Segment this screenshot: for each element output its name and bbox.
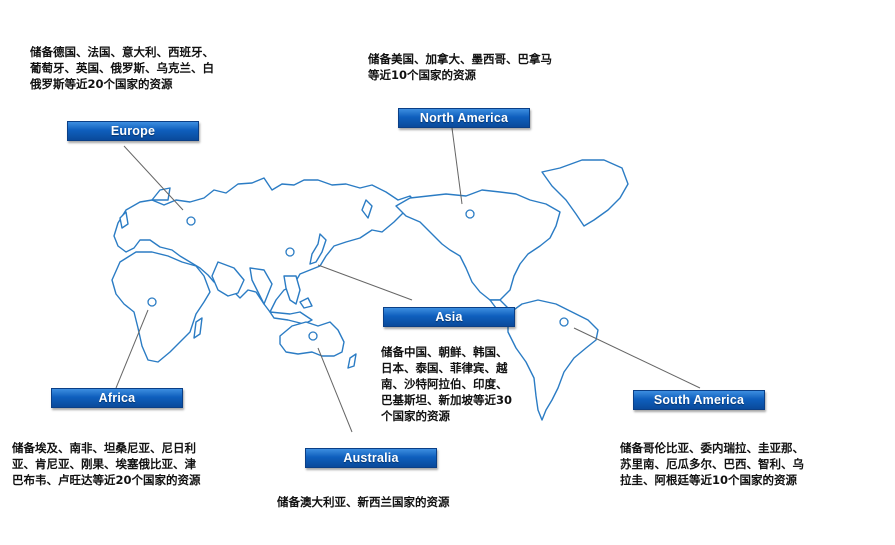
arabia-landmass [211,261,245,297]
europe-label-badge: Europe [67,121,199,141]
europe-description: 储备德国、法国、意大利、西班牙、 葡萄牙、英国、俄罗斯、乌克兰、白 俄罗斯等近2… [30,45,214,91]
australia-marker [308,331,318,341]
se-asia-landmass [283,275,301,305]
india-landmass [249,267,273,305]
europe-marker [186,216,196,226]
asia-leader [317,264,413,301]
north-america-landmass [395,189,561,301]
asia-marker [285,247,295,257]
south-america-leader [573,327,701,389]
south-america-landmass [507,299,599,421]
africa-marker [147,297,157,307]
north-america-marker [465,209,475,219]
north-america-leader [451,127,463,205]
australia-leader [317,347,353,433]
greenland-landmass [541,159,629,227]
south-america-marker [559,317,569,327]
africa-leader [115,309,149,389]
australia-description: 储备澳大利亚、新西兰国家的资源 [277,495,450,509]
uk-landmass [119,211,129,229]
africa-description: 储备埃及、南非、坦桑尼亚、尼日利 亚、肯尼亚、刚果、埃塞俄比亚、津 巴布韦、卢旺… [12,441,201,487]
madagascar-landmass [193,317,203,339]
south-america-label-badge: South America [633,390,765,410]
north-america-description: 储备美国、加拿大、墨西哥、巴拿马 等近10个国家的资源 [368,52,552,82]
newzealand-landmass [347,353,357,369]
asia-label-badge: Asia [383,307,515,327]
africa-label-badge: Africa [51,388,183,408]
australia-label-badge: Australia [305,448,437,468]
kamchatka-landmass [361,199,373,219]
japan-landmass [309,233,327,265]
africa-landmass [111,251,211,363]
europe-leader [123,145,184,211]
eurasia-landmass [113,177,417,313]
asia-description: 储备中国、朝鲜、韩国、 日本、泰国、菲律宾、越 南、沙特阿拉伯、印度、 巴基斯坦… [381,345,513,423]
north-america-label-badge: North America [398,108,530,128]
south-america-description: 储备哥伦比亚、委内瑞拉、圭亚那、 苏里南、厄瓜多尔、巴西、智利、乌 拉圭、阿根廷… [620,441,804,487]
